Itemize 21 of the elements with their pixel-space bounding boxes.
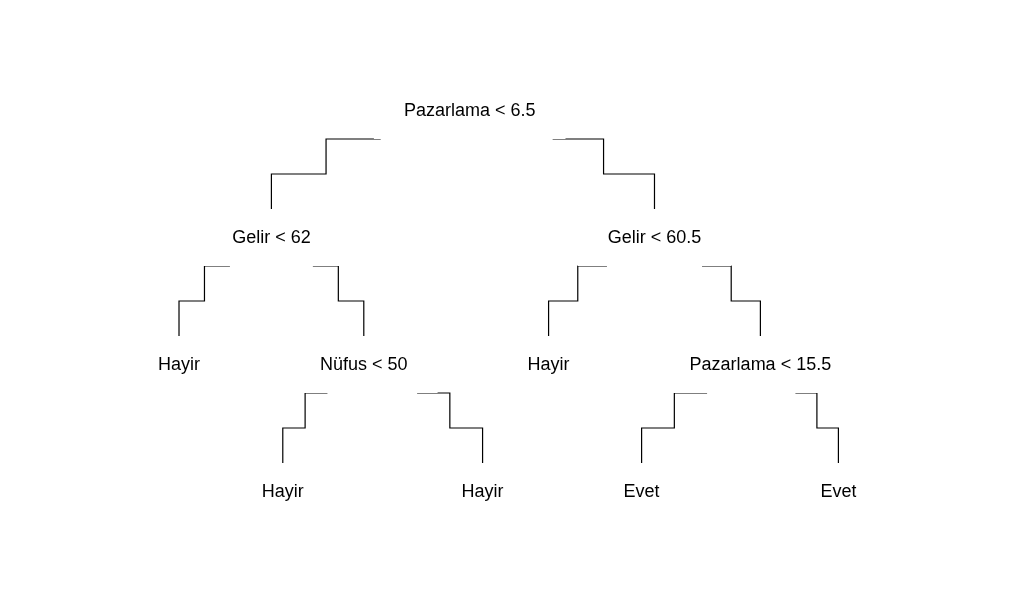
node-text: Gelir < 62 bbox=[232, 226, 311, 247]
node-text: Hayir bbox=[527, 353, 570, 374]
node-text: Evet bbox=[623, 480, 660, 501]
connector bbox=[312, 264, 365, 337]
connector bbox=[282, 391, 329, 464]
node-text: Hayir bbox=[158, 353, 201, 374]
connector bbox=[795, 391, 840, 464]
node-text: Evet bbox=[820, 480, 857, 501]
connector bbox=[271, 137, 382, 210]
connector bbox=[548, 264, 608, 337]
node-text: Hayir bbox=[262, 480, 305, 501]
node-text: Hayir bbox=[461, 480, 504, 501]
connector bbox=[641, 391, 708, 464]
connector bbox=[552, 137, 656, 210]
connector bbox=[178, 264, 231, 337]
connector bbox=[701, 264, 762, 337]
node-text: Nüfus < 50 bbox=[320, 353, 408, 374]
node-text: Pazarlama < 15.5 bbox=[689, 353, 832, 374]
node-text: Gelir < 60.5 bbox=[607, 226, 702, 247]
node-text: Pazarlama < 6.5 bbox=[404, 99, 536, 120]
connector bbox=[416, 391, 484, 464]
